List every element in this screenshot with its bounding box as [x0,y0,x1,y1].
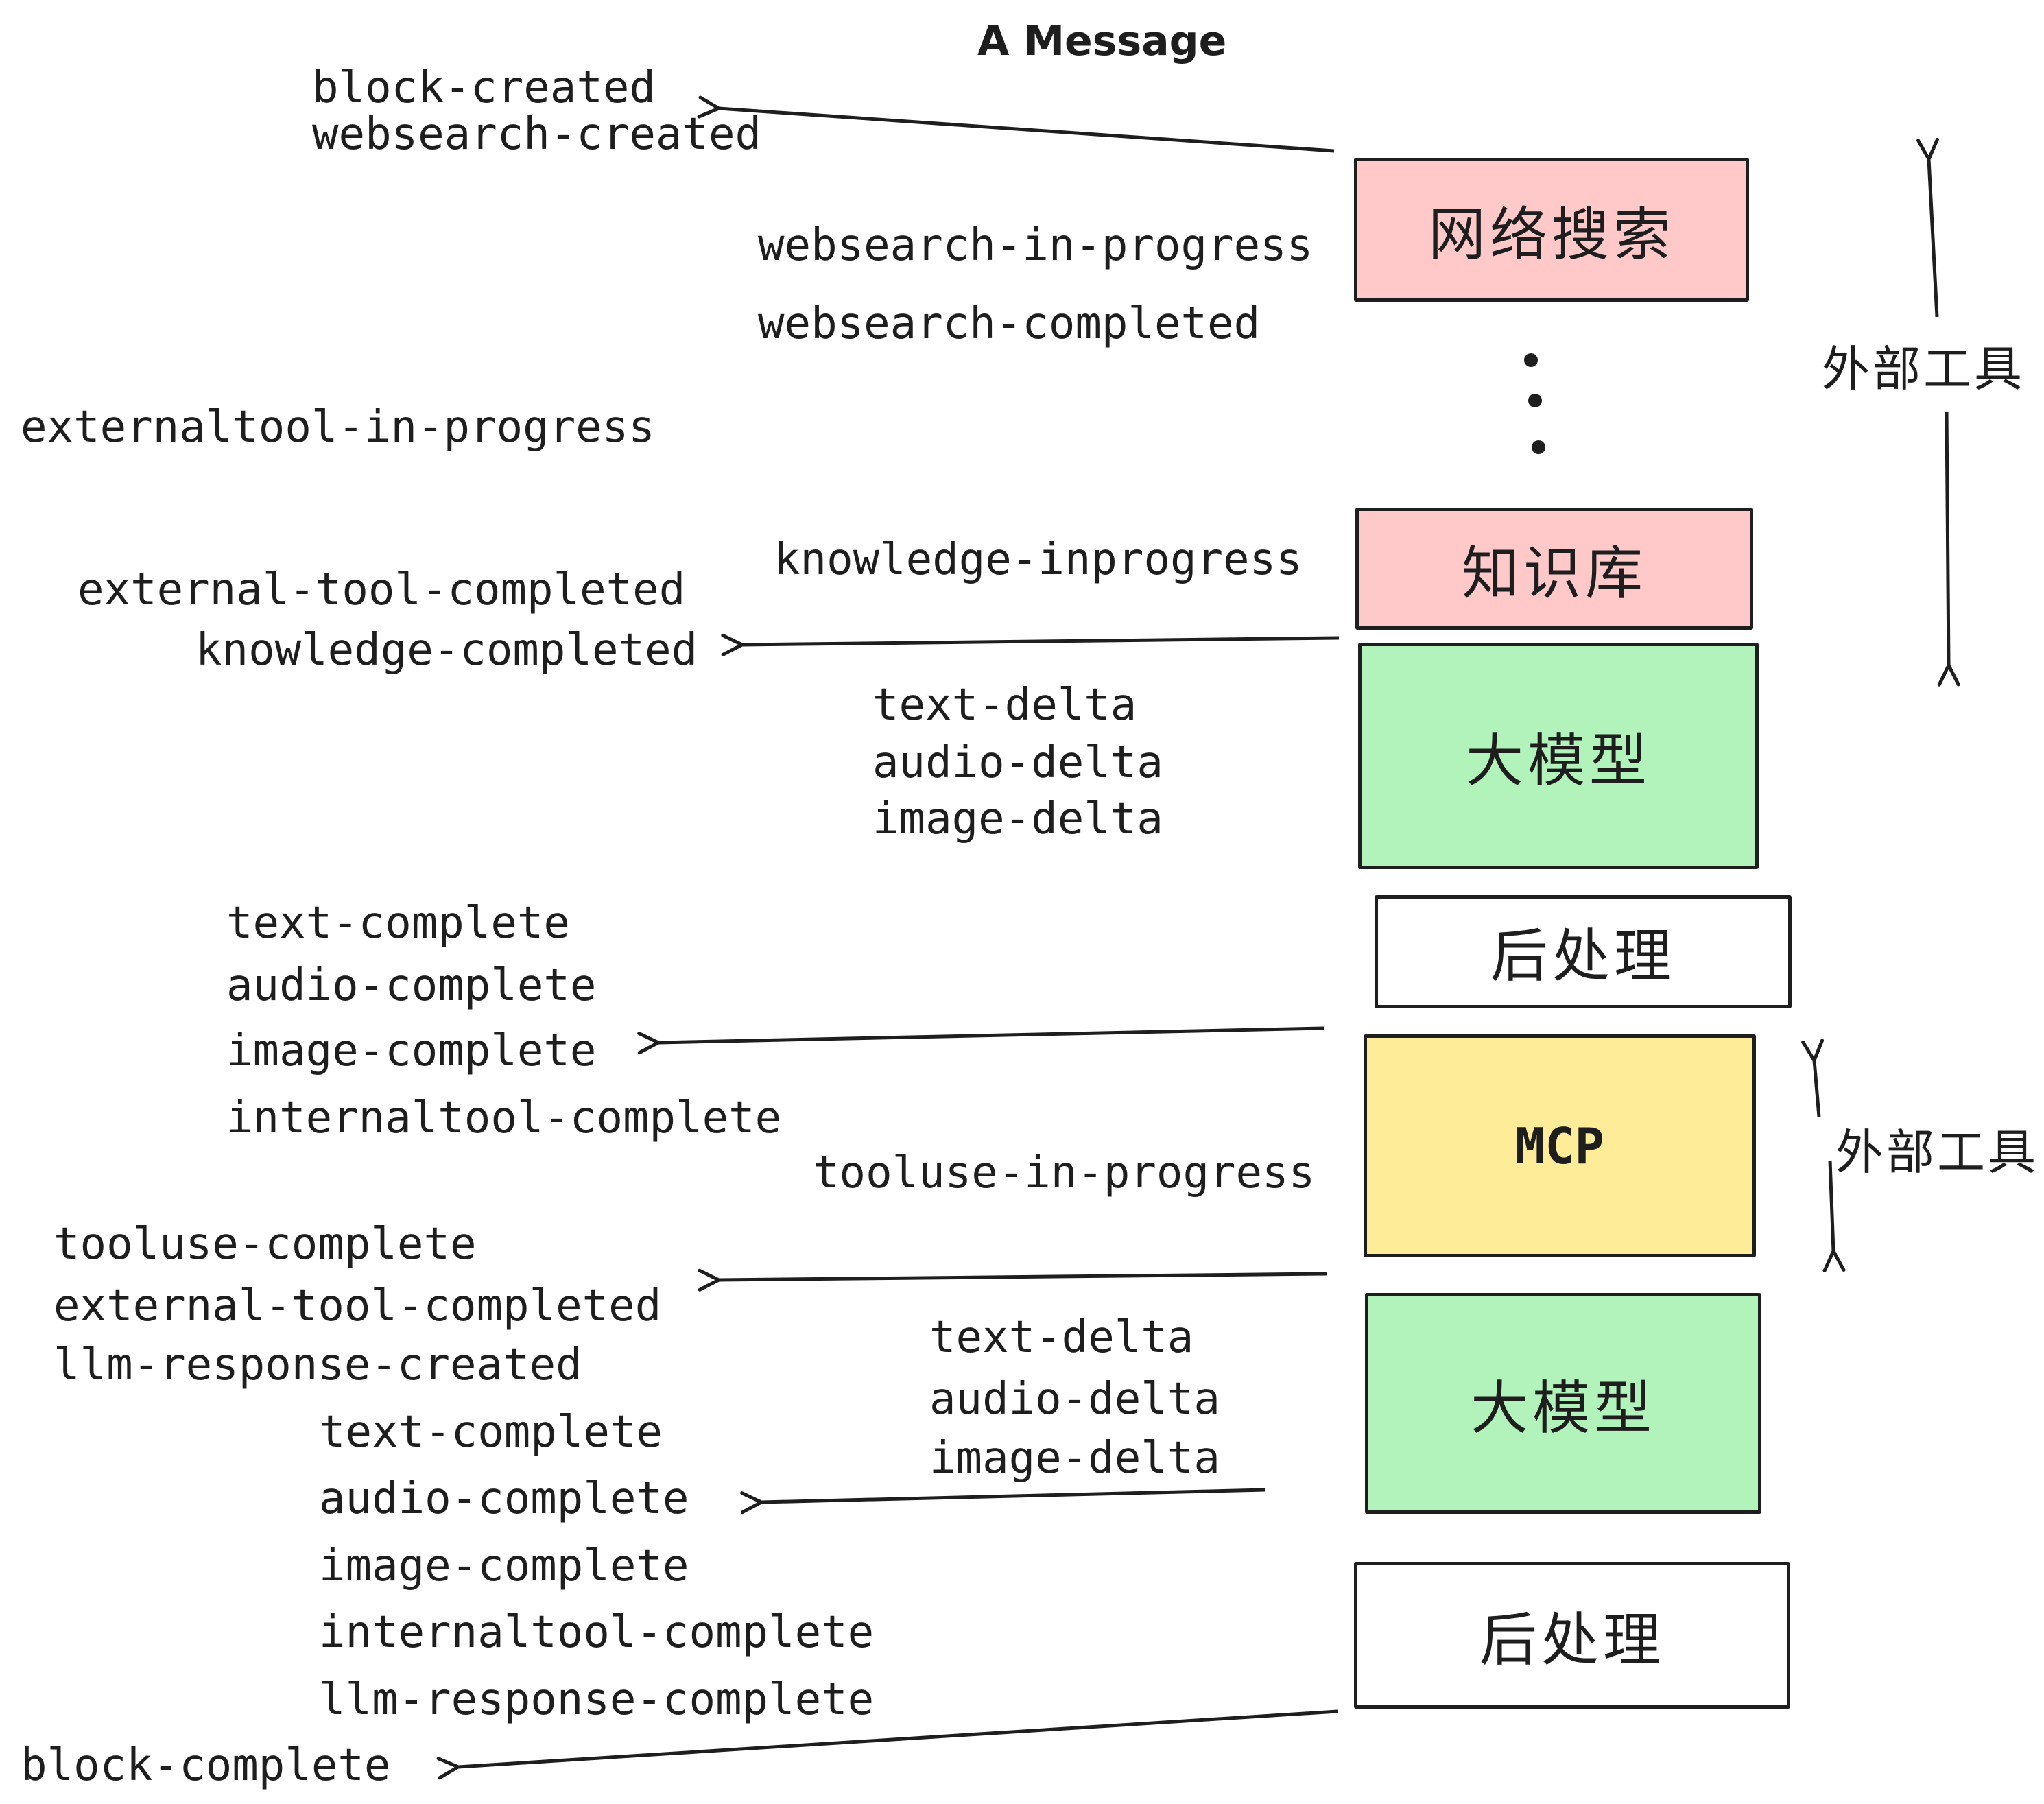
event-label-websearch-completed: websearch-completed [758,298,1261,349]
node-postprocess-1-label: 后处理 [1490,923,1676,990]
event-label-image-complete-2: image-complete [319,1541,689,1591]
node-llm-2-label: 大模型 [1470,1374,1656,1442]
external-tool-up-arrow-1 [1916,137,1940,318]
event-label-knowledge-completed: knowledge-completed [195,625,698,676]
event-label-internaltool-complete-2: internaltool-complete [319,1607,875,1658]
event-label-external-tool-completed-1: external-tool-completed [78,565,686,615]
arrow-audio-complete [740,1488,1266,1515]
event-label-block-complete: block-complete [21,1740,391,1791]
event-label-block-created: block-created [312,62,656,113]
event-label-audio-complete-1: audio-complete [226,960,597,1011]
event-label-tooluse-in-progress: tooluse-in-progress [813,1148,1316,1198]
event-label-external-tool-completed-2: external-tool-completed [54,1281,662,1331]
node-websearch: 网络搜索 [1354,158,1749,302]
event-label-llm-response-created: llm-response-created [54,1340,582,1390]
event-label-llm-response-complete: llm-response-complete [319,1674,875,1725]
event-label-tooluse-complete: tooluse-complete [54,1219,477,1270]
event-label-audio-delta-2: audio-delta [929,1374,1220,1425]
event-label-image-delta-1: image-delta [872,794,1163,844]
node-llm-1-label: 大模型 [1465,726,1651,794]
event-label-audio-delta-1: audio-delta [872,737,1163,788]
arrow-image-complete [637,1026,1324,1055]
event-label-externaltool-in-progress: externaltool-in-progress [21,402,655,453]
event-label-websearch-created: websearch-created [312,109,762,160]
node-postprocess-2-label: 后处理 [1479,1606,1665,1674]
event-label-websearch-in-progress: websearch-in-progress [758,220,1314,271]
event-label-image-complete-1: image-complete [226,1025,597,1076]
node-knowledge-base: 知识库 [1355,508,1753,630]
arrow-knowledge-completed [721,633,1340,656]
node-llm-2: 大模型 [1365,1293,1761,1514]
event-label-knowledge-inprogress: knowledge-inprogress [774,534,1303,585]
vertical-ellipsis-icon [1524,353,1545,454]
event-label-text-complete-2: text-complete [319,1407,663,1458]
node-postprocess-2: 后处理 [1354,1562,1790,1709]
node-knowledge-base-label: 知识库 [1461,539,1647,607]
arrow-websearch-created [697,95,1335,153]
arrow-tooluse-complete [698,1268,1327,1292]
event-label-audio-complete-2: audio-complete [319,1473,689,1524]
event-label-image-delta-2: image-delta [929,1433,1220,1484]
external-tool-down-arrow-2 [1822,1160,1846,1273]
node-websearch-label: 网络搜索 [1427,200,1675,268]
node-postprocess-1: 后处理 [1375,895,1792,1008]
external-tools-annotation-2: 外部工具 [1835,1124,2039,1180]
node-mcp: MCP [1364,1034,1756,1257]
node-mcp-label: MCP [1514,1117,1605,1175]
external-tool-up-arrow-2 [1801,1039,1825,1117]
event-label-internaltool-complete-1: internaltool-complete [226,1093,782,1143]
diagram-title: A Message [977,17,1227,65]
event-label-text-delta-2: text-delta [929,1312,1194,1363]
event-label-text-complete-1: text-complete [226,898,570,949]
event-label-text-delta-1: text-delta [872,680,1137,731]
external-tool-down-arrow-1 [1937,411,1960,687]
external-tools-annotation-1: 外部工具 [1822,341,2025,397]
node-llm-1: 大模型 [1358,643,1759,869]
